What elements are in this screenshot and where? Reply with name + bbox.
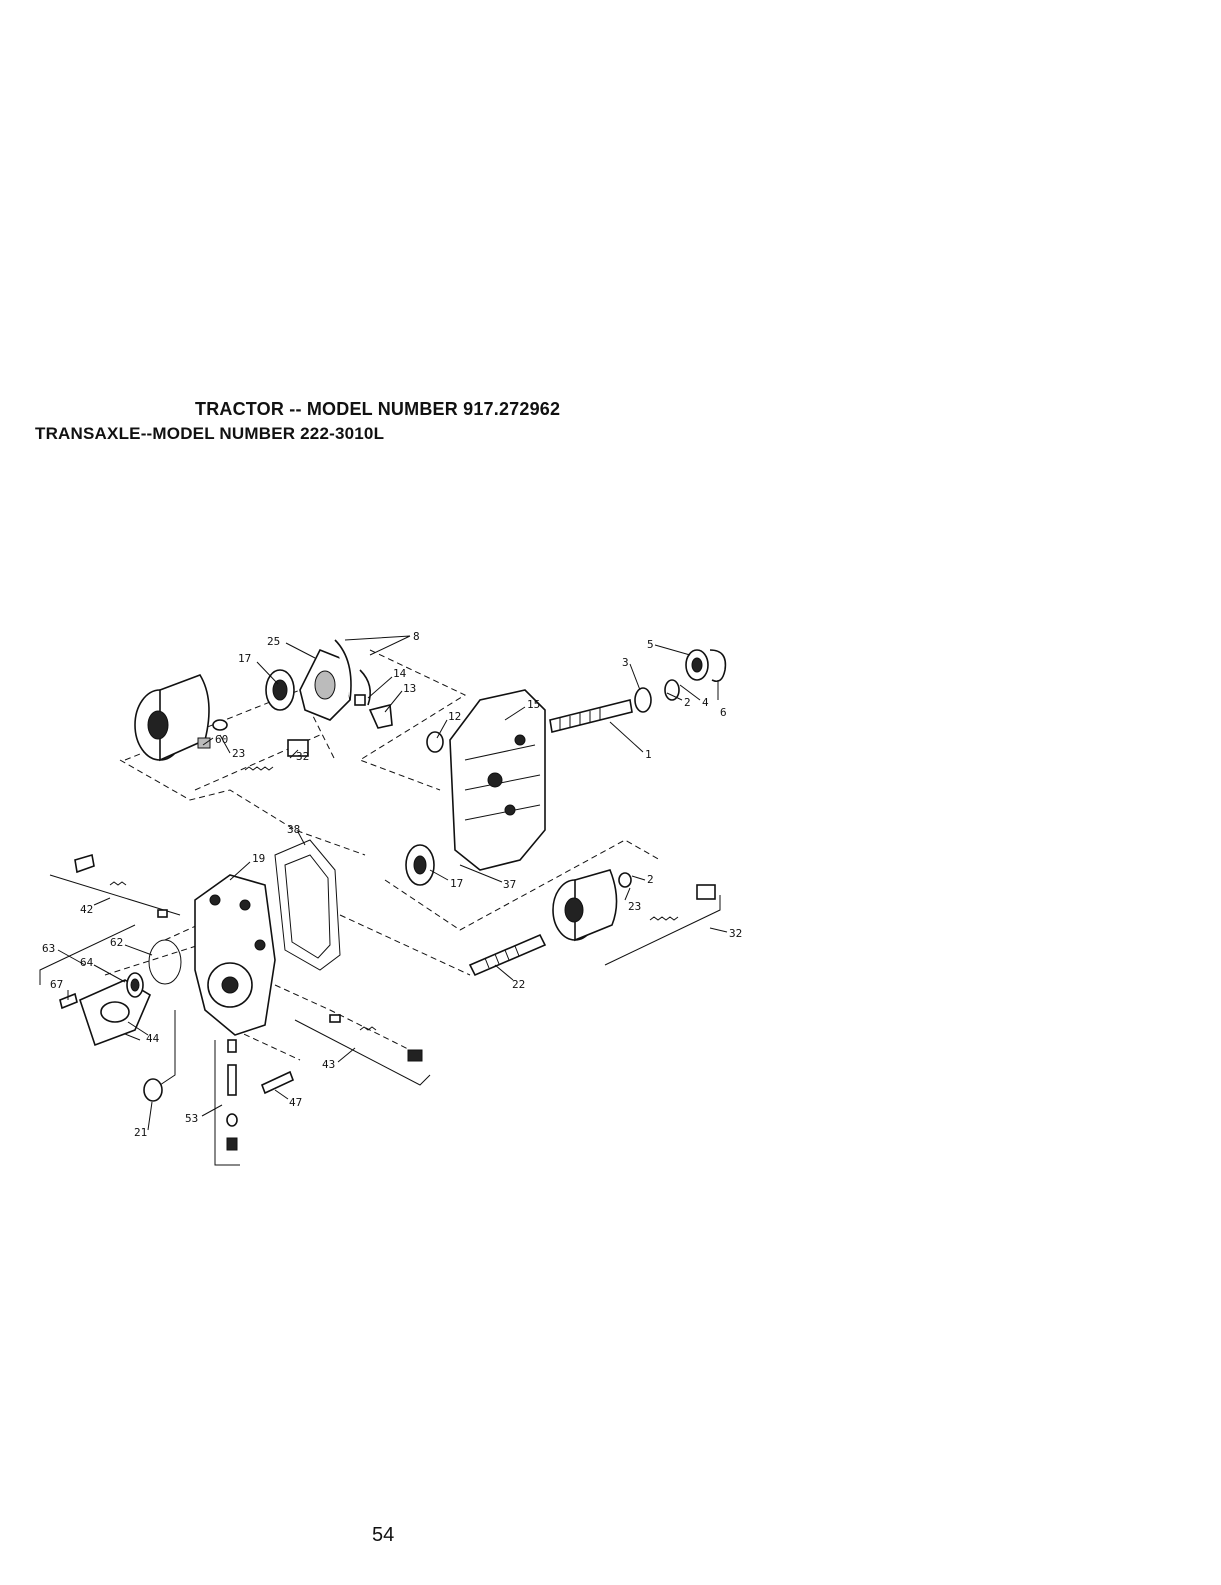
callout-53: 53 <box>185 1112 198 1125</box>
callout-6: 6 <box>720 706 727 719</box>
callout-4: 4 <box>702 696 709 709</box>
page-number: 54 <box>372 1524 394 1547</box>
callout-62: 62 <box>110 936 123 949</box>
callout-23b: 23 <box>628 900 641 913</box>
callout-14: 14 <box>393 667 407 680</box>
bearing-64 <box>127 973 143 997</box>
callout-12: 12 <box>448 710 461 723</box>
callout-25: 25 <box>267 635 280 648</box>
callout-37: 37 <box>503 878 516 891</box>
input-shaft-1 <box>550 700 632 732</box>
callout-15: 15 <box>527 698 540 711</box>
callout-42: 42 <box>80 903 93 916</box>
callout-64: 64 <box>80 956 94 969</box>
callout-43: 43 <box>322 1058 335 1071</box>
callout-19: 19 <box>252 852 265 865</box>
output-shaft-22 <box>470 935 545 975</box>
callout-17: 17 <box>238 652 251 665</box>
callout-13: 13 <box>403 682 416 695</box>
callout-5: 5 <box>647 638 654 651</box>
callout-21: 21 <box>134 1126 147 1139</box>
callout-63: 63 <box>42 942 55 955</box>
callout-2b: 2 <box>647 873 654 886</box>
gasket-38 <box>275 840 340 970</box>
o-ring-62 <box>149 940 181 984</box>
bolt-47 <box>262 1072 293 1093</box>
callout-32: 32 <box>296 750 309 763</box>
callout-8: 8 <box>413 630 420 643</box>
lower-pulley <box>553 870 617 940</box>
callout-3: 3 <box>622 656 629 669</box>
valve-stack-53 <box>227 1040 237 1150</box>
seal-12 <box>427 732 443 752</box>
seal-17-lower <box>406 845 434 885</box>
callout-1: 1 <box>645 748 652 761</box>
callout-60: 60 <box>215 733 228 746</box>
callout-67: 67 <box>50 978 63 991</box>
callout-38: 38 <box>287 823 300 836</box>
callout-47: 47 <box>289 1096 302 1109</box>
main-housing-15 <box>450 690 545 870</box>
callout-22: 22 <box>512 978 525 991</box>
callout-2: 2 <box>684 696 691 709</box>
center-section-19 <box>195 875 275 1035</box>
callout-23: 23 <box>232 747 245 760</box>
callout-44: 44 <box>146 1032 160 1045</box>
valve-43 <box>330 1015 422 1061</box>
plug-21 <box>144 1079 162 1101</box>
callout-32b: 32 <box>729 927 742 940</box>
cam-parts <box>355 695 392 728</box>
callout-17b: 17 <box>450 877 463 890</box>
shaft-seal-stack <box>635 650 725 712</box>
